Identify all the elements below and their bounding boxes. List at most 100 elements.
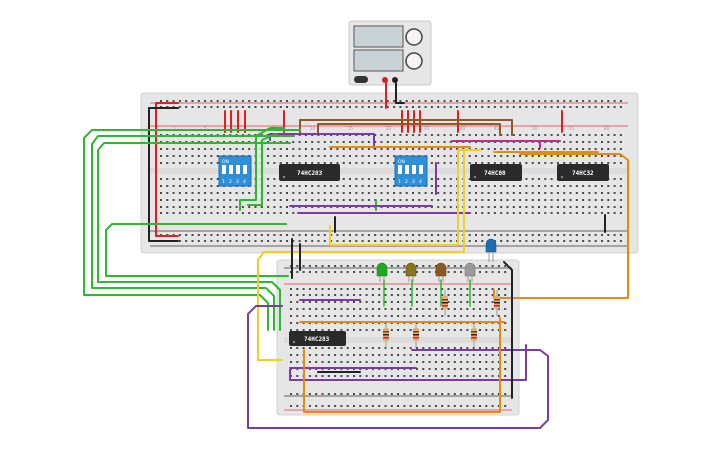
breadboard-hole [359,329,362,331]
breadboard-hole [355,155,358,157]
breadboard-hole [286,234,288,236]
breadboard-hole [443,100,446,102]
breadboard-hole [563,100,566,102]
breadboard-hole [384,301,387,303]
breadboard-hole [472,375,475,377]
breadboard-hole [397,294,400,296]
wire-green-5 [239,127,285,211]
breadboard-hole [279,240,282,242]
negative-terminal[interactable] [392,77,398,83]
led-4[interactable] [464,262,476,282]
led-5[interactable] [485,238,497,262]
breadboard-hole [582,240,585,242]
breadboard-hole [512,185,515,187]
breadboard-hole [279,206,282,208]
led-2[interactable] [405,262,417,282]
breadboard-hole [393,155,396,157]
breadboard-hole [443,185,446,187]
breadboard-hole [422,361,425,363]
current-knob[interactable] [405,52,423,70]
breadboard-hole [365,308,368,310]
breadboard-hole [531,148,534,150]
breadboard-hole [359,301,362,303]
breadboard-hole [460,271,463,273]
breadboard-hole [506,162,509,164]
breadboard-hole [481,192,484,194]
breadboard-hole [229,240,232,242]
breadboard-hole [296,271,299,273]
dip-switch-left[interactable]: ON 1 2 3 4 [218,155,252,187]
breadboard-hole [241,212,244,214]
svg-text:25: 25 [348,126,354,131]
resistor-2 [494,290,500,316]
breadboard-hole [248,106,251,108]
breadboard-hole [619,178,622,180]
svg-text:30: 30 [386,126,392,131]
breadboard-hole [430,178,433,180]
breadboard-hole [512,100,515,102]
breadboard-hole [355,100,358,102]
breadboard-hole [185,100,188,102]
breadboard-hole [500,134,503,136]
breadboard-hole [355,106,358,108]
chip-74hc283-secondary[interactable]: 74HC283 [289,331,346,346]
chip-74hc32[interactable]: 74HC32 [557,164,609,181]
breadboard-hole [491,361,494,363]
power-switch[interactable] [354,76,368,83]
breadboard-hole [538,206,540,208]
breadboard-hole [594,162,597,164]
breadboard-hole [279,148,282,150]
breadboard-hole [412,148,414,150]
breadboard-hole [248,234,251,236]
breadboard-hole [361,141,364,143]
breadboard-hole [292,199,295,201]
wire-yellow-2 [257,149,481,361]
led-3[interactable] [435,262,447,282]
led-1[interactable] [376,262,388,282]
breadboard-hole [393,141,396,143]
breadboard-hole [315,265,318,267]
breadboard-hole [336,240,339,242]
breadboard-hole [210,106,213,108]
breadboard-hole [397,347,400,349]
breadboard-hole [500,148,503,150]
breadboard-hole [342,100,345,102]
breadboard-hole [355,185,358,187]
breadboard-hole [487,106,490,108]
breadboard-hole [416,368,418,370]
breadboard-hole [491,347,494,349]
breadboard-hole [311,155,314,157]
breadboard-hole [479,375,481,377]
breadboard-hole [290,329,292,331]
breadboard-hole [607,148,610,150]
breadboard-hole [241,234,244,236]
breadboard-hole [374,155,377,157]
breadboard-hole [365,301,368,303]
svg-text:ON: ON [398,159,405,165]
dip-switch-right[interactable]: ON 1 2 3 4 [394,155,428,187]
breadboard-hole [601,199,603,201]
chip-74hc08[interactable]: 74HC08 [470,164,522,181]
breadboard-hole [475,192,477,194]
breadboard-hole [430,192,433,194]
positive-terminal[interactable] [382,77,388,83]
breadboard-hole [512,206,515,208]
breadboard-hole [367,199,370,201]
breadboard-hole [229,106,232,108]
breadboard-hole [418,234,421,236]
breadboard-hole [519,199,522,201]
breadboard-hole [491,265,494,267]
voltage-knob[interactable] [405,28,423,46]
power-supply[interactable] [348,20,432,86]
breadboard-hole [563,234,566,236]
breadboard-hole [273,199,276,201]
breadboard-hole [416,393,418,395]
wires[interactable] [83,82,629,429]
breadboard-hole [210,192,213,194]
breadboard-hole [197,234,200,236]
breadboard-hole [216,212,219,214]
resistors[interactable] [383,290,500,348]
breadboard-hole [334,347,337,349]
breadboard-hole [292,212,295,214]
chip-74hc283-main[interactable]: 74HC283 [279,164,340,181]
